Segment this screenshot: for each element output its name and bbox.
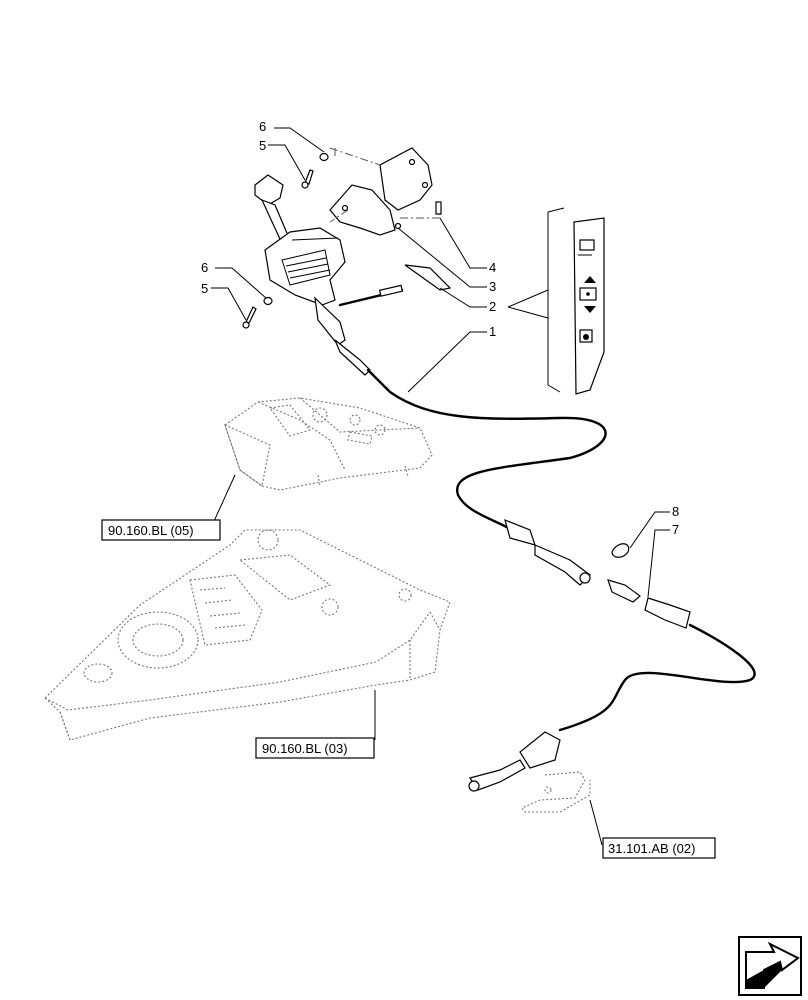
callout-4: 4 <box>489 260 496 275</box>
reference-box-90-160-bl-03[interactable]: 90.160.BL (03) <box>255 737 375 759</box>
reference-label: 90.160.BL (03) <box>262 741 348 756</box>
callout-3: 3 <box>489 279 496 294</box>
bracket-plates <box>329 147 433 236</box>
callout-7: 7 <box>672 522 679 537</box>
washer-6-upper <box>319 152 329 162</box>
reference-label: 31.101.AB (02) <box>608 841 695 856</box>
reference-label: 90.160.BL (05) <box>108 523 194 538</box>
bolt-5-upper <box>301 169 314 189</box>
decal-detail-inset <box>547 207 605 395</box>
callout-6-upper: 6 <box>259 119 266 134</box>
callout-6-lower: 6 <box>201 260 208 275</box>
reference-box-31-101-ab-02[interactable]: 31.101.AB (02) <box>602 837 716 859</box>
decal-2 <box>404 264 452 291</box>
callout-numbers: 6 5 6 5 4 3 2 1 8 7 <box>201 119 679 537</box>
cable-bracket <box>521 771 591 813</box>
screw-4 <box>435 201 442 215</box>
leader-lines <box>209 127 670 846</box>
upper-console <box>224 397 433 491</box>
reference-box-90-160-bl-05[interactable]: 90.160.BL (05) <box>101 519 221 541</box>
shift-cable-7 <box>468 579 756 792</box>
callout-5-lower: 5 <box>201 281 208 296</box>
callout-5-upper: 5 <box>259 138 266 153</box>
shift-lever-assembly <box>254 174 404 376</box>
navigation-arrow-icon[interactable] <box>738 936 802 996</box>
callout-1: 1 <box>489 324 496 339</box>
bolt-5-lower <box>242 306 257 329</box>
callout-8: 8 <box>672 504 679 519</box>
washer-6-lower <box>263 296 273 306</box>
shift-cable-1 <box>366 368 607 586</box>
clip-8 <box>611 543 630 558</box>
callout-2: 2 <box>489 299 496 314</box>
lower-console <box>44 529 451 741</box>
